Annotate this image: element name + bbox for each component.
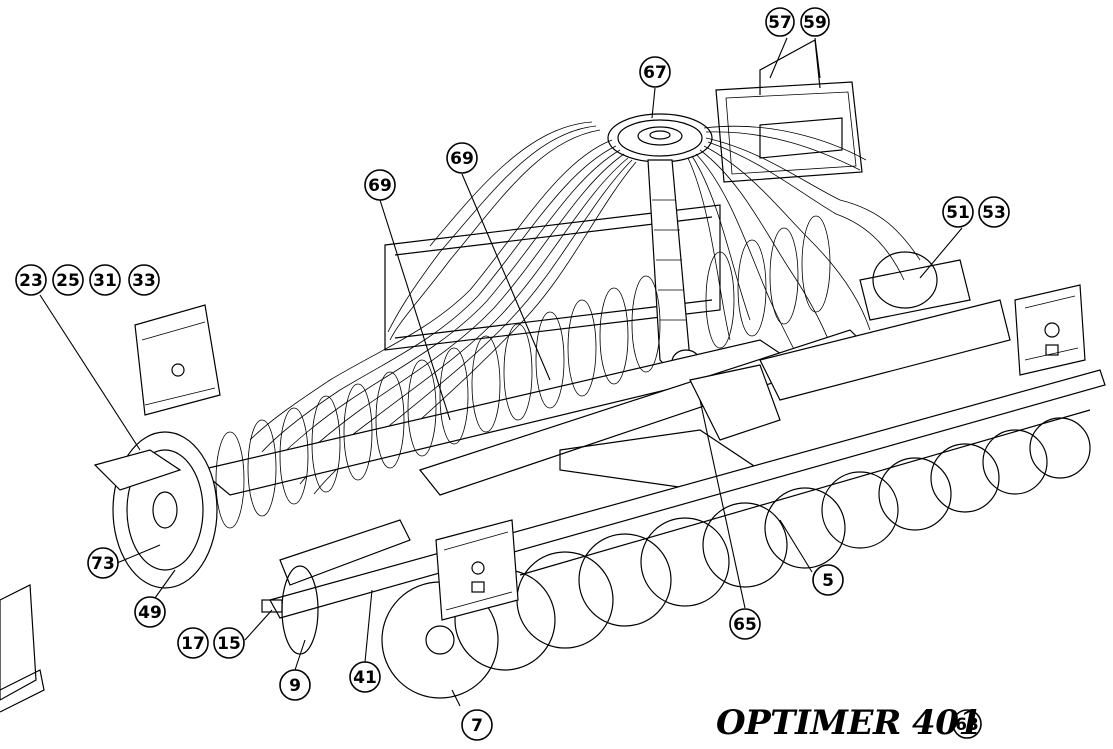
callout-label: 15 bbox=[217, 634, 241, 654]
callout-label: 57 bbox=[768, 13, 792, 33]
model-title: OPTIMER 401 bbox=[716, 703, 982, 743]
callout-31: 31 bbox=[89, 264, 121, 296]
callout-label: 25 bbox=[56, 271, 80, 291]
callout-7: 7 bbox=[461, 709, 493, 741]
callout-63: 63 bbox=[952, 709, 982, 739]
callout-5: 5 bbox=[812, 564, 844, 596]
callout-label: 51 bbox=[946, 203, 970, 223]
callout-67: 67 bbox=[639, 56, 671, 88]
callout-label: 31 bbox=[93, 271, 117, 291]
callout-65: 65 bbox=[729, 608, 761, 640]
callout-73: 73 bbox=[87, 547, 119, 579]
callout-label: 49 bbox=[138, 603, 162, 623]
callout-49: 49 bbox=[134, 596, 166, 628]
callout-label: 69 bbox=[450, 149, 474, 169]
callout-33: 33 bbox=[128, 264, 160, 296]
callout-label: 17 bbox=[181, 634, 205, 654]
callout-label: 73 bbox=[91, 554, 115, 574]
callout-label: 65 bbox=[733, 615, 757, 635]
callout-17: 17 bbox=[177, 627, 209, 659]
callout-label: 67 bbox=[643, 63, 667, 83]
machine-drawing bbox=[0, 39, 1106, 713]
callout-57: 57 bbox=[765, 7, 795, 37]
callout-label: 7 bbox=[471, 716, 483, 736]
callout-15: 15 bbox=[213, 627, 245, 659]
callout-label: 5 bbox=[822, 571, 834, 591]
callout-51: 51 bbox=[942, 196, 974, 228]
callout-69-left: 69 bbox=[364, 169, 396, 201]
callout-69-right: 69 bbox=[446, 142, 478, 174]
callout-25: 25 bbox=[52, 264, 84, 296]
callout-53: 53 bbox=[978, 196, 1010, 228]
callout-9: 9 bbox=[279, 669, 311, 701]
callout-label: 53 bbox=[982, 203, 1006, 223]
callout-label: 23 bbox=[19, 271, 43, 291]
callout-label: 9 bbox=[289, 676, 301, 696]
callout-23: 23 bbox=[15, 264, 47, 296]
callout-label: 41 bbox=[353, 668, 377, 688]
callout-label: 69 bbox=[368, 176, 392, 196]
leader-lines bbox=[39, 37, 963, 707]
callout-59: 59 bbox=[800, 7, 830, 37]
callout-label: 33 bbox=[132, 271, 156, 291]
callout-41: 41 bbox=[349, 661, 381, 693]
callout-label: 63 bbox=[955, 715, 979, 735]
callout-label: 59 bbox=[803, 13, 827, 33]
